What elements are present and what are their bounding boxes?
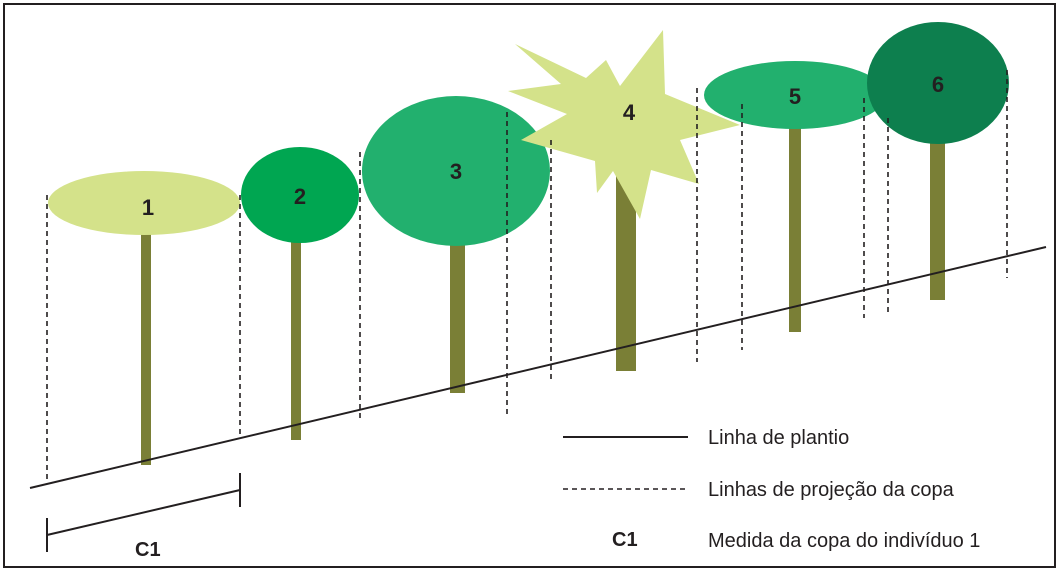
tree-3-label: 3 xyxy=(450,159,462,184)
tree-2-trunk xyxy=(291,237,301,440)
tree-1-trunk xyxy=(141,227,151,465)
planting-line xyxy=(29,246,1047,489)
legend-projection-line-label: Linhas de projeção da copa xyxy=(708,479,955,501)
tree-1-crown xyxy=(48,171,240,235)
tree-1-label: 1 xyxy=(142,195,154,220)
tree-6-crown xyxy=(867,22,1009,144)
tree-2-label: 2 xyxy=(294,184,306,209)
projection-lines xyxy=(46,70,1008,482)
tree-4-label: 4 xyxy=(623,100,636,125)
tree-5-label: 5 xyxy=(789,84,801,109)
bracket-line xyxy=(46,489,241,536)
legend: Linha de plantio Linhas de projeção da c… xyxy=(563,427,980,552)
tree-2-crown xyxy=(241,147,359,243)
tree-5-crown xyxy=(704,61,886,129)
tree-3-crown xyxy=(362,96,550,246)
tree-5-trunk xyxy=(789,118,801,332)
legend-crown-symbol: C1 xyxy=(612,529,638,551)
crown-measure-label: C1 xyxy=(135,539,161,561)
legend-planting-line-label: Linha de plantio xyxy=(708,427,849,449)
tree-6-label: 6 xyxy=(932,72,944,97)
legend-crown-measure-label: Medida da copa do indivíduo 1 xyxy=(708,530,980,552)
crown-measure-bracket xyxy=(46,473,241,552)
tree-6-trunk xyxy=(930,132,945,300)
tree-4-crown-starburst xyxy=(508,30,740,219)
tree-3-trunk xyxy=(450,225,465,393)
